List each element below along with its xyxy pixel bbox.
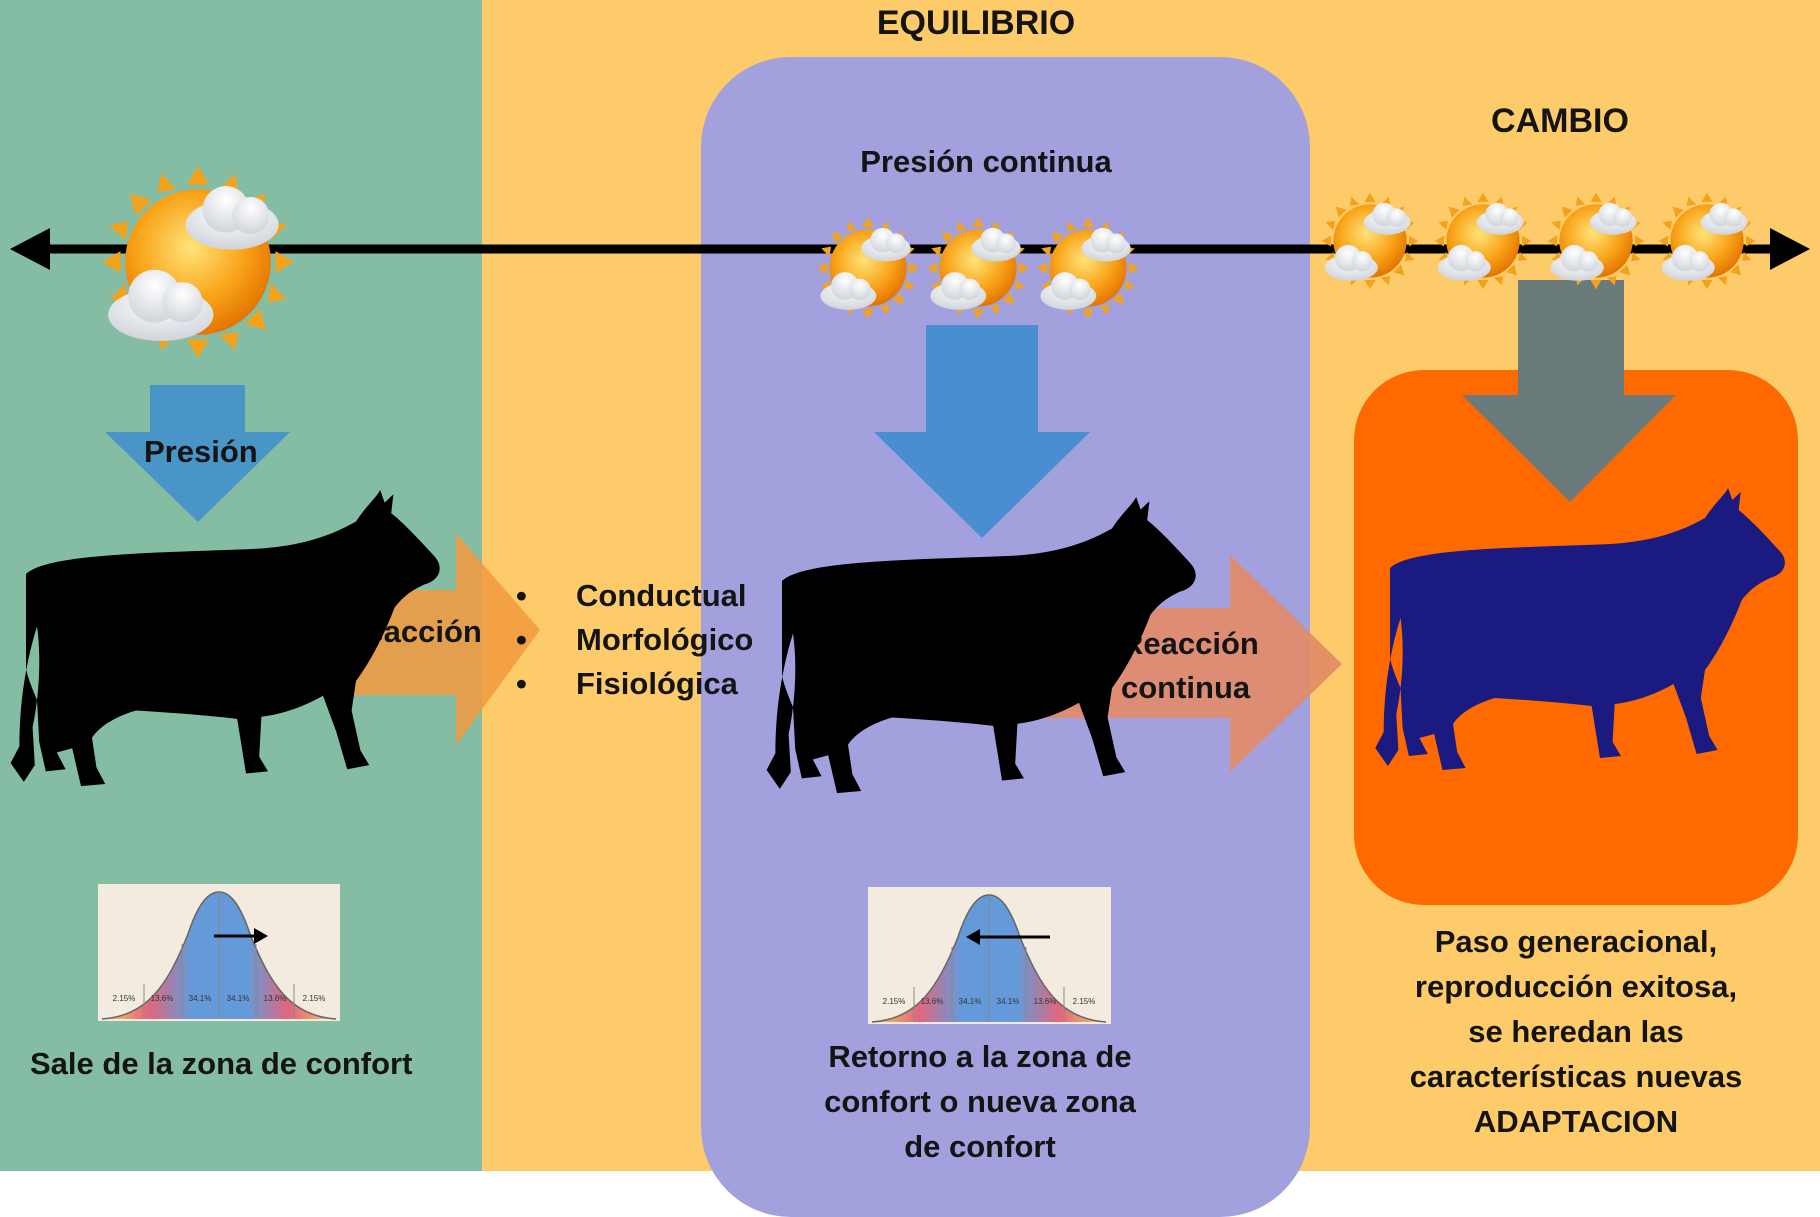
list-item: Conductual bbox=[516, 574, 753, 618]
bell-pct: 2.15% bbox=[1073, 997, 1096, 1006]
right-caption-line: características nuevas bbox=[1409, 1059, 1743, 1094]
reaccion-continua-line-1: Reacción bbox=[1121, 626, 1259, 661]
center-caption-line: Retorno a la zona de bbox=[828, 1039, 1132, 1074]
right-caption: Paso generacional, reproducción exitosa,… bbox=[1376, 919, 1776, 1144]
cow-silhouette-icon bbox=[766, 497, 1196, 794]
bell-pct: 13.6% bbox=[264, 994, 287, 1003]
bell-curve-svg: 2.15% 13.6% 34.1% 34.1% 13.6% 2.15% bbox=[871, 894, 1107, 1023]
pressure-arrow-icon bbox=[105, 280, 1676, 538]
cow-silhouette-icon bbox=[10, 490, 440, 787]
reaccion-continua-line-2: continua bbox=[1121, 670, 1251, 705]
cow-silhouette-icon bbox=[1375, 488, 1785, 770]
bell-pct: 34.1% bbox=[189, 994, 212, 1003]
presion-label: Presión bbox=[144, 434, 258, 469]
reaccion-continua-label: Reacción continua bbox=[1121, 622, 1259, 710]
list-item: Morfológico bbox=[516, 618, 753, 662]
bell-pct: 13.6% bbox=[921, 997, 944, 1006]
right-caption-line: reproducción exitosa, bbox=[1414, 969, 1738, 1004]
normal-distribution-chart: 2.15% 13.6% 34.1% 34.1% 13.6% 2.15% bbox=[98, 884, 340, 1021]
center-caption: Retorno a la zona de confort o nueva zon… bbox=[780, 1034, 1180, 1169]
bell-pct: 34.1% bbox=[227, 994, 250, 1003]
center-caption-line: de confort bbox=[904, 1129, 1056, 1164]
list-item: Fisiológica bbox=[516, 662, 753, 706]
bell-pct: 13.6% bbox=[151, 994, 174, 1003]
bell-pct: 2.15% bbox=[883, 997, 906, 1006]
right-caption-line: se heredan las bbox=[1468, 1014, 1684, 1049]
equilibrio-title: EQUILIBRIO bbox=[876, 4, 1076, 42]
right-caption-line: ADAPTACION bbox=[1473, 1104, 1679, 1139]
arrow-left-icon bbox=[966, 929, 1050, 945]
center-caption-line: confort o nueva zona bbox=[824, 1084, 1136, 1119]
reaction-types-list: Conductual Morfológico Fisiológica bbox=[516, 574, 753, 706]
bell-pct: 2.15% bbox=[303, 994, 326, 1003]
bell-pct: 13.6% bbox=[1034, 997, 1057, 1006]
bell-pct: 2.15% bbox=[113, 994, 136, 1003]
presion-continua-label: Presión continua bbox=[860, 144, 1112, 179]
normal-distribution-chart: 2.15% 13.6% 34.1% 34.1% 13.6% 2.15% bbox=[868, 887, 1111, 1024]
arrow-right-icon bbox=[214, 928, 268, 944]
bell-pct: 34.1% bbox=[959, 997, 982, 1006]
cambio-title: CAMBIO bbox=[1491, 102, 1629, 140]
left-caption: Sale de la zona de confort bbox=[30, 1046, 413, 1081]
right-caption-line: Paso generacional, bbox=[1434, 924, 1718, 959]
bell-pct: 34.1% bbox=[997, 997, 1020, 1006]
bell-curve-svg: 2.15% 13.6% 34.1% 34.1% 13.6% 2.15% bbox=[101, 891, 337, 1020]
